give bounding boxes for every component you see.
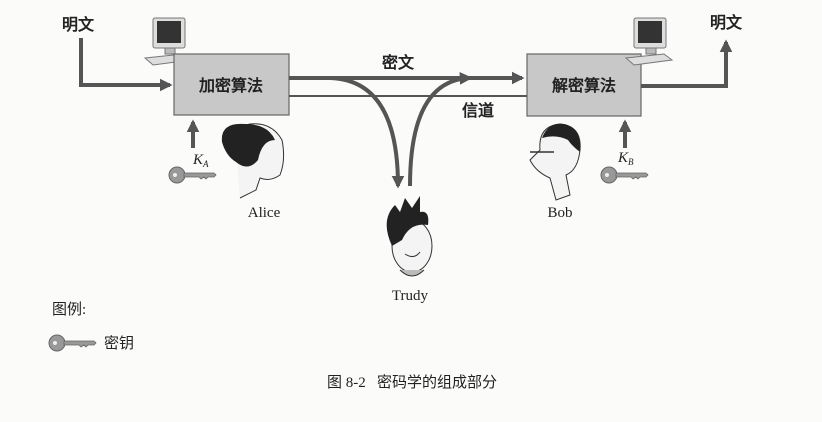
plaintext-out-label: 明文 xyxy=(710,13,743,32)
key-b-label: KB xyxy=(617,150,634,167)
key-a-icon xyxy=(168,166,217,184)
plaintext-out-arrow xyxy=(641,39,733,88)
bob-figure xyxy=(529,123,581,201)
ciphertext-label: 密文 xyxy=(381,53,415,72)
channel-label: 信道 xyxy=(462,101,494,120)
alice-figure xyxy=(221,123,285,199)
trudy-intercept-arrow xyxy=(329,76,405,189)
key-b-icon xyxy=(600,166,649,184)
legend-key-label: 密钥 xyxy=(104,335,134,352)
decrypt-algorithm-box xyxy=(526,53,642,117)
plaintext-in-label: 明文 xyxy=(62,15,95,34)
bob-label: Bob xyxy=(547,205,572,221)
bob-computer-icon xyxy=(625,17,673,66)
trudy-inject-arrow xyxy=(408,71,473,187)
encrypt-algorithm-box xyxy=(173,53,290,116)
decrypt-algorithm-label: 解密算法 xyxy=(552,76,616,95)
figure-caption: 图 8-2 密码学的组成部分 xyxy=(327,374,497,391)
key-a-label: KA xyxy=(192,152,209,169)
alice-label: Alice xyxy=(248,205,281,221)
encrypt-algorithm-label: 加密算法 xyxy=(198,76,263,95)
trudy-label: Trudy xyxy=(392,288,429,304)
trudy-figure xyxy=(386,196,433,277)
legend-key-icon xyxy=(48,334,97,352)
plaintext-in-arrow xyxy=(79,38,173,92)
legend-title: 图例: xyxy=(52,301,86,318)
